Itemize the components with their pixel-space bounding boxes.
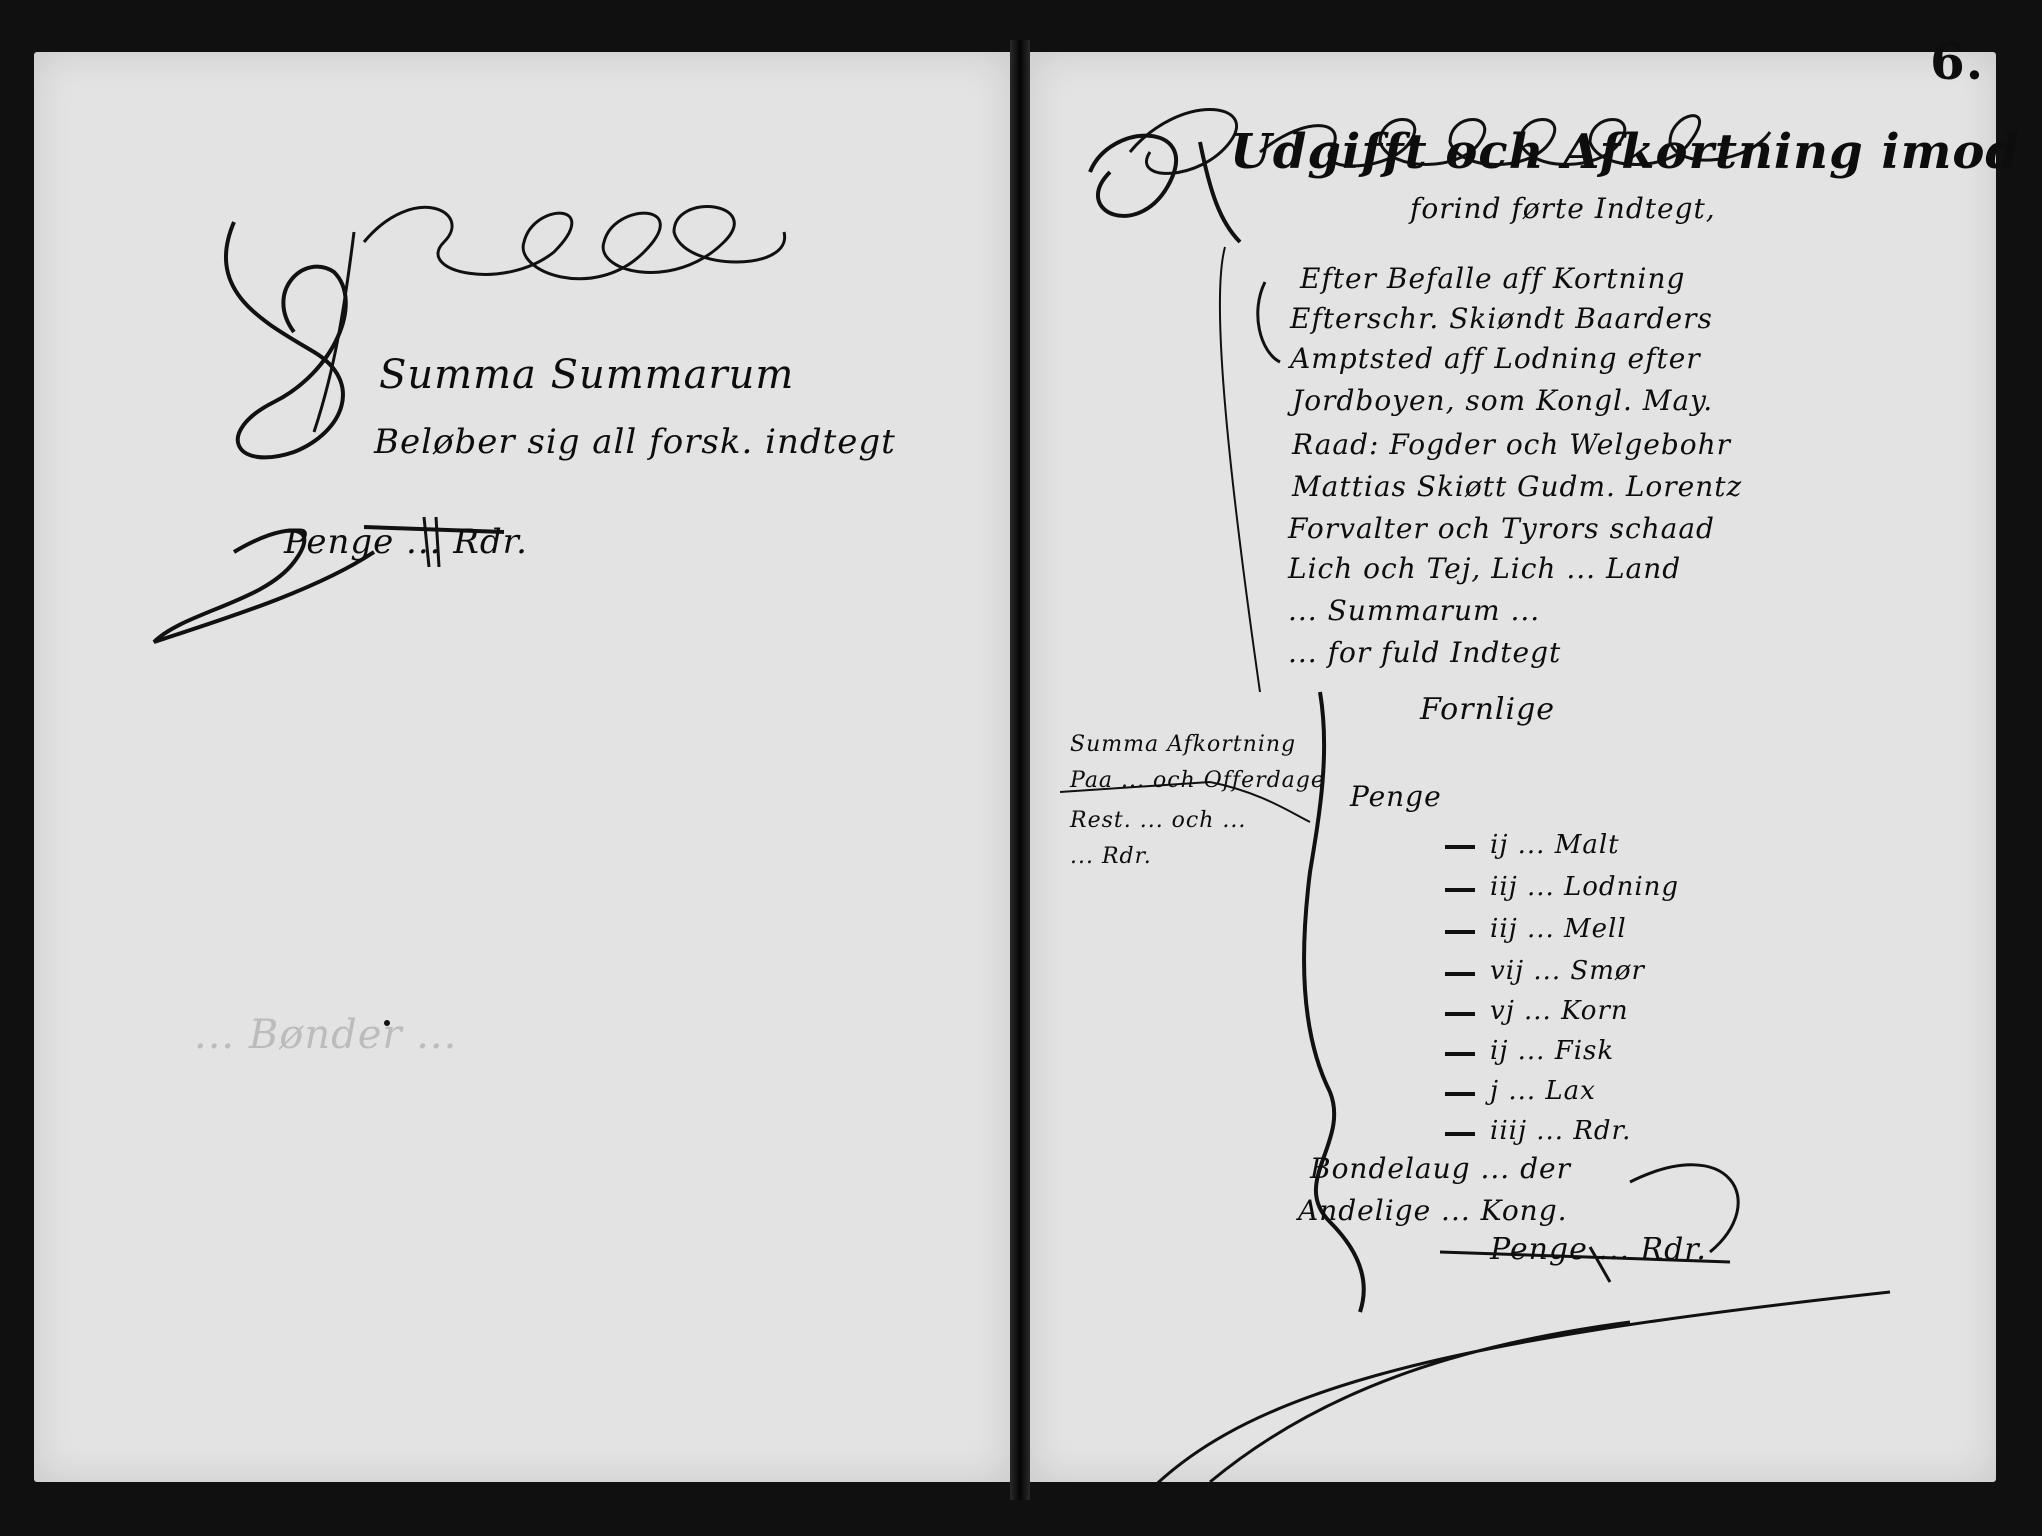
right-heading-flourish <box>1128 108 1772 175</box>
left-flourish-loops <box>362 205 786 281</box>
body-line-7: Forvalter och Tyrors schaad <box>1288 512 1715 545</box>
body-line-6: Mattias Skiøtt Gudm. Lorentz <box>1292 470 1743 503</box>
closing-line-2: Andelige ... Kong. <box>1298 1194 1568 1227</box>
left-bleed-through: ... Bønder ... <box>194 1012 458 1058</box>
item-line: vj ... Korn <box>1490 996 1629 1026</box>
item-line: ij ... Malt <box>1490 830 1620 860</box>
right-closing-sweep <box>1156 1290 1891 1482</box>
left-penge-flourish <box>152 525 505 644</box>
body-line-5: Raad: Fogder och Welgebohr <box>1292 428 1732 461</box>
left-line-belober: Beløber sig all forsk. indtegt <box>374 422 896 462</box>
book-gutter <box>1010 40 1030 1500</box>
body-line-8: Lich och Tej, Lich ... Land <box>1288 552 1682 585</box>
margin-note-1: Summa Afkortning <box>1070 732 1297 757</box>
body-line-2: Efterschr. Skiøndt Baarders <box>1290 302 1713 335</box>
left-line-penge: Penge ... Rdr. <box>284 522 528 562</box>
right-page-ink <box>1059 108 1891 1482</box>
closing-line-3: Penge ... Rdr. <box>1490 1232 1707 1267</box>
item-line: iiij ... Rdr. <box>1490 1116 1632 1146</box>
margin-note-3: Rest. ... och ... <box>1070 808 1247 833</box>
left-page: Summa Summarum Beløber sig all forsk. in… <box>34 52 1010 1482</box>
body-line-3: Amptsted aff Lodning efter <box>1290 342 1701 375</box>
body-line-9: ... Summarum ... <box>1288 594 1541 627</box>
right-heading: Udgifft och Afkortning imod <box>1230 124 2020 180</box>
margin-note-2: Paa ... och Offerdage <box>1070 768 1325 793</box>
left-page-ink <box>152 205 786 644</box>
margin-note-4: ... Rdr. <box>1070 844 1152 869</box>
right-subheading: forind førte Indtegt, <box>1410 192 1716 225</box>
item-line: iij ... Lodning <box>1490 872 1680 902</box>
right-initial-u <box>1088 133 1242 244</box>
item-line: j ... Lax <box>1490 1076 1596 1106</box>
left-line-summa: Summa Summarum <box>379 352 795 398</box>
right-bottom-flourish <box>1439 1163 1740 1283</box>
ink-dot <box>384 1020 390 1026</box>
right-page: 6. Udgifft och Afkortning imod forind fø… <box>1030 32 2019 1482</box>
body-line-4: Jordboyen, som Kongl. May. <box>1292 384 1714 417</box>
folio-number: 6. <box>1930 32 1985 91</box>
left-initial-s <box>224 221 348 460</box>
item-line: ij ... Fisk <box>1490 1036 1615 1066</box>
item-dashes <box>1445 845 1475 1136</box>
body-line-10: ... for fuld Indtegt <box>1288 636 1562 669</box>
body-line-1: Efter Befalle aff Kortning <box>1300 262 1686 295</box>
right-long-brace <box>1302 691 1366 1313</box>
body-line-11: Fornlige <box>1420 692 1556 727</box>
item-line: iij ... Mell <box>1490 914 1627 944</box>
item-line: vij ... Smør <box>1490 956 1645 986</box>
penge-line: Penge <box>1350 780 1442 813</box>
closing-line-1: Bondelaug ... der <box>1310 1152 1571 1185</box>
